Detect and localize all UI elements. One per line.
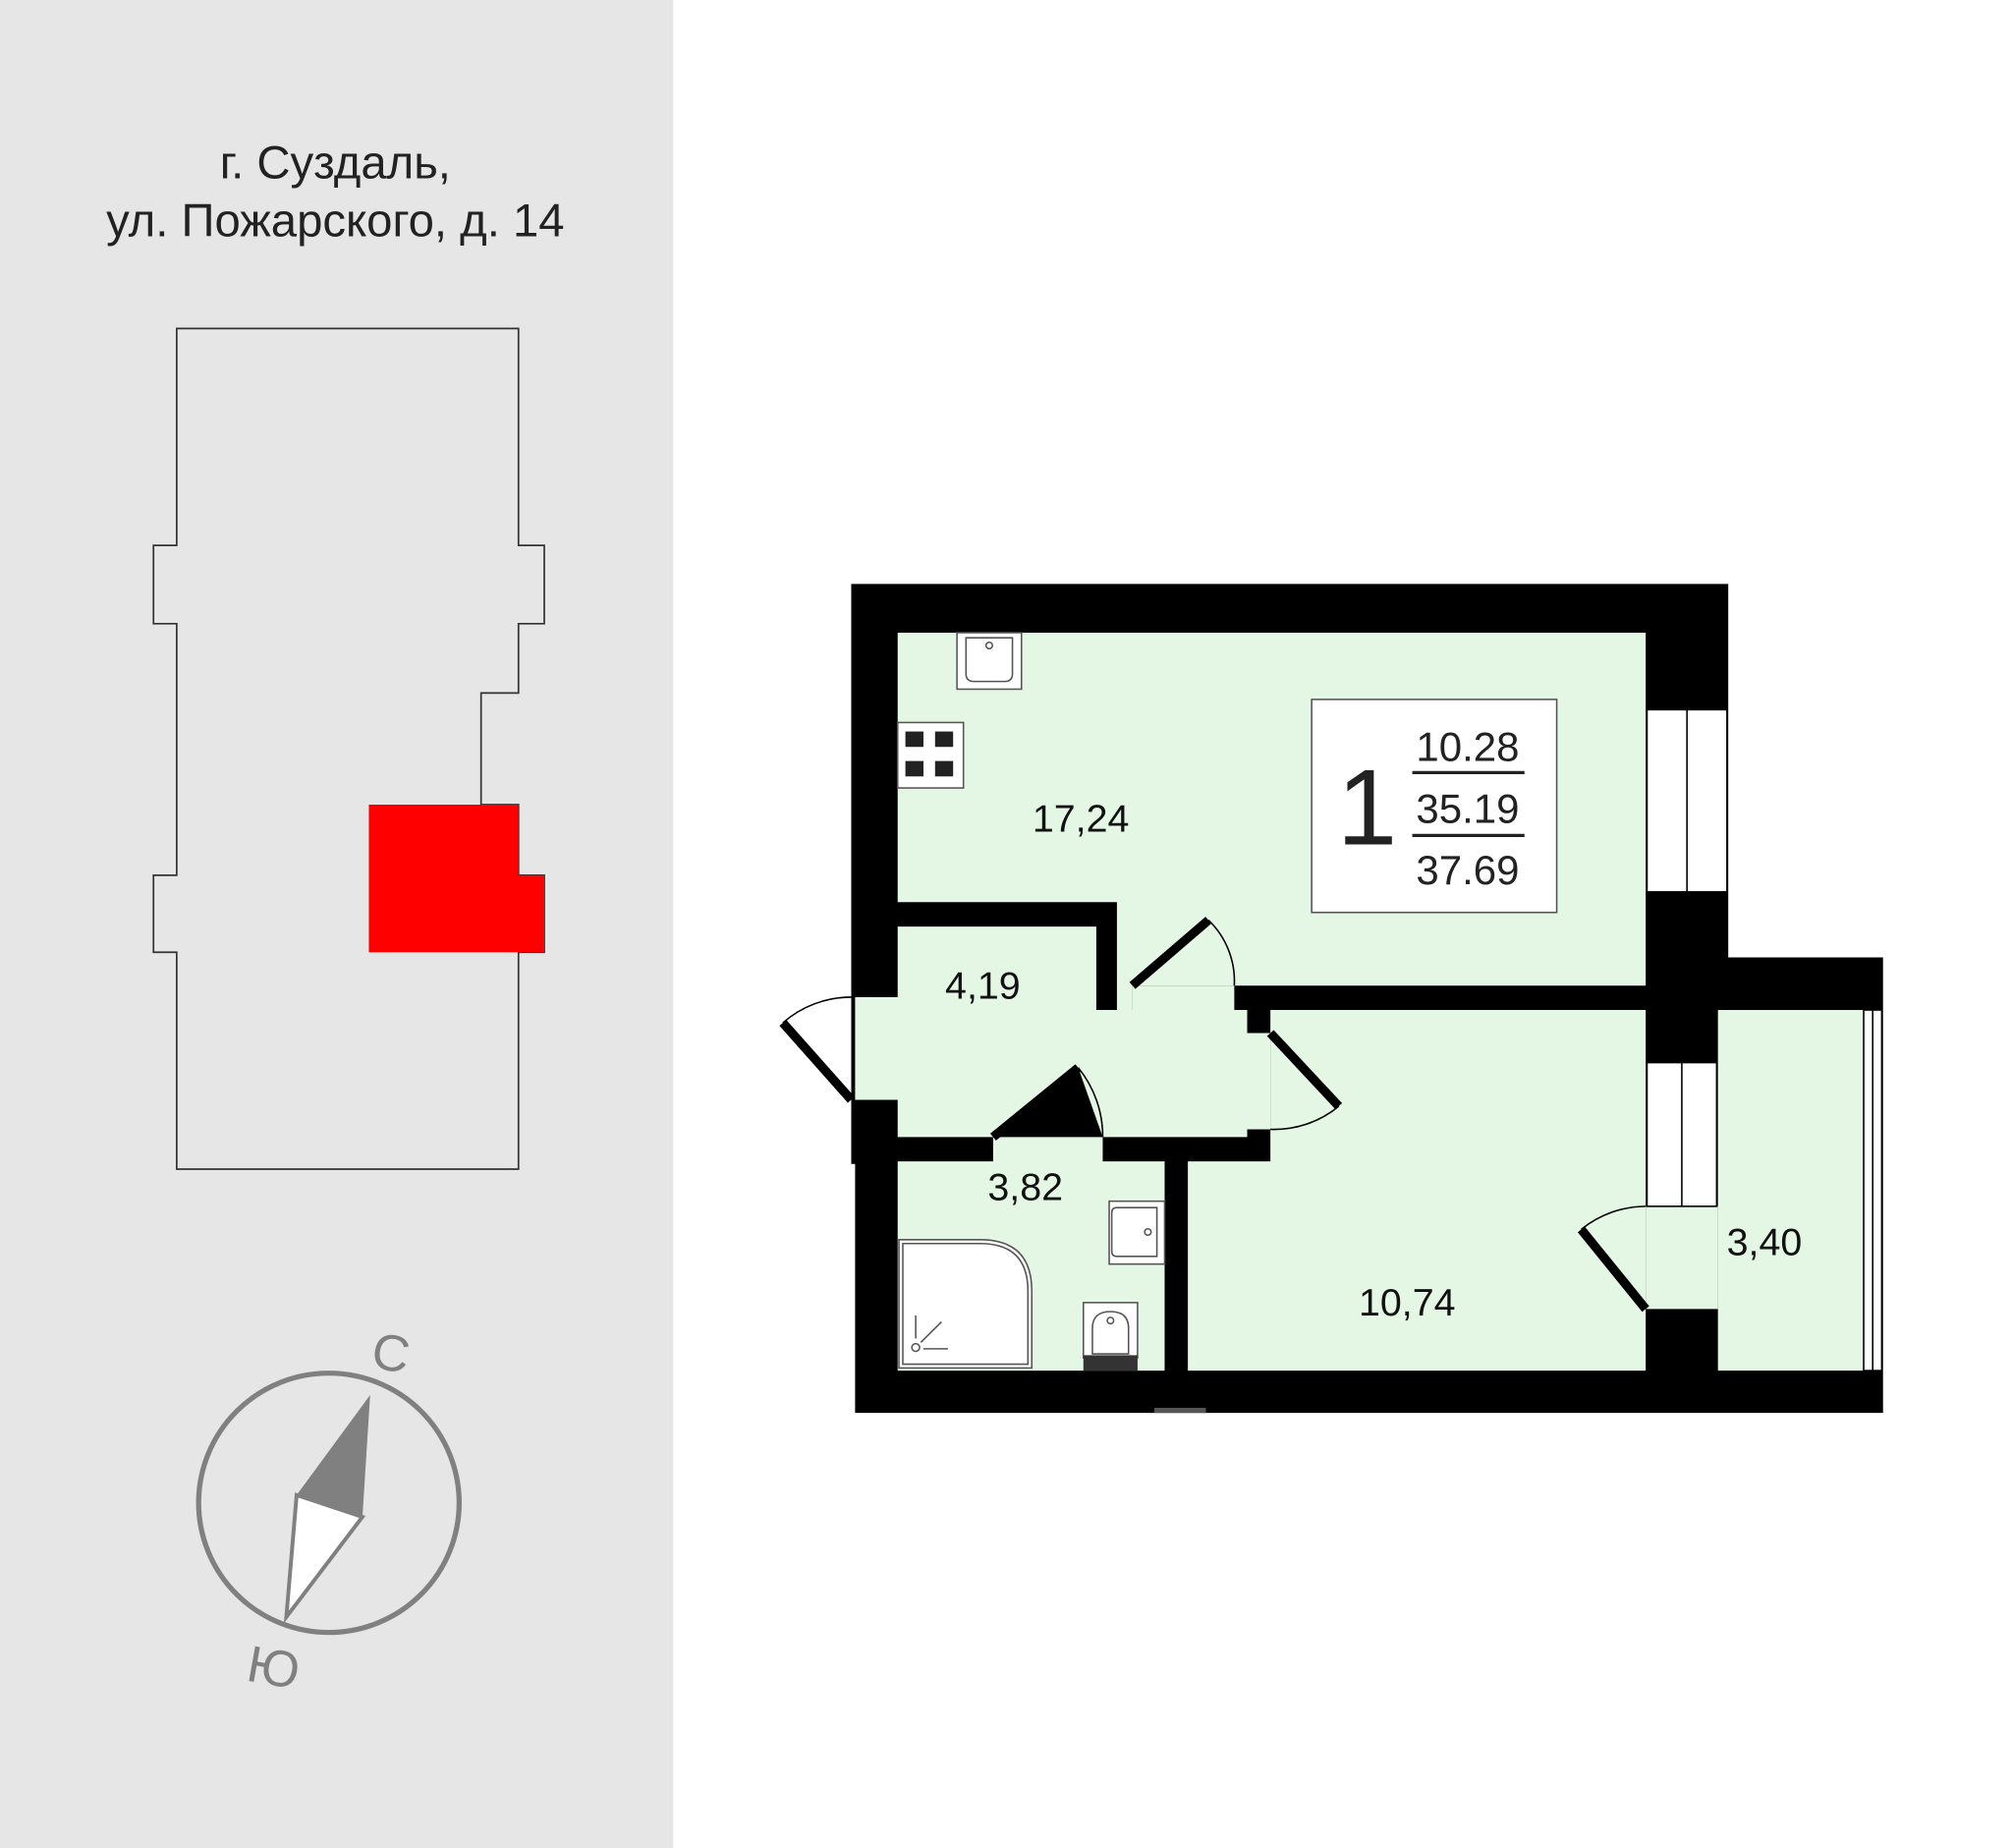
compass-north-arrow-icon xyxy=(296,1394,370,1517)
door-bathroom[interactable] xyxy=(989,1064,1104,1141)
door-entrance[interactable] xyxy=(779,996,855,1103)
kitchen-sink-icon xyxy=(956,632,1023,691)
window-kitchen xyxy=(1646,708,1728,893)
total-area-with-balcony: 37.69 xyxy=(1416,847,1519,893)
window-balcony xyxy=(1863,1009,1883,1372)
address-line-1: г. Суздаль, xyxy=(220,137,451,189)
room-balcony xyxy=(1717,1010,1865,1372)
room-area-balcony: 3,40 xyxy=(1727,1221,1803,1264)
door-kitchen[interactable] xyxy=(1129,917,1236,989)
bathroom-sink-icon xyxy=(1108,1200,1166,1265)
location-panel xyxy=(0,0,674,1848)
living-area: 10.28 xyxy=(1416,724,1519,770)
balcony-door-opening xyxy=(1646,1205,1718,1310)
total-area: 35.19 xyxy=(1416,785,1519,831)
stove-icon xyxy=(896,721,965,789)
room-area-kitchen-living: 17,24 xyxy=(1033,798,1130,841)
apartment-summary-box: 1 10.28 35.19 37.69 xyxy=(1311,699,1558,914)
shower-icon xyxy=(898,1239,1034,1370)
address-line-2: ул. Пожарского, д. 14 xyxy=(106,194,564,246)
room-area-bedroom: 10,74 xyxy=(1359,1281,1456,1324)
door-balcony[interactable] xyxy=(1577,1205,1649,1313)
room-bedroom xyxy=(1188,1010,1647,1372)
room-area-bathroom: 3,82 xyxy=(987,1165,1063,1208)
toilet-icon xyxy=(1082,1302,1139,1372)
vent xyxy=(1153,1407,1206,1414)
compass-south-label: Ю xyxy=(243,1636,304,1701)
compass-south-arrow-icon xyxy=(283,1492,366,1624)
room-hallway xyxy=(855,926,1271,1138)
apartment-location-highlight xyxy=(368,805,545,953)
compass: С Ю xyxy=(196,1322,462,1701)
rooms-count: 1 xyxy=(1337,748,1397,868)
door-bedroom[interactable] xyxy=(1266,1030,1343,1131)
room-area-hallway: 4,19 xyxy=(945,964,1021,1007)
window-bedroom xyxy=(1646,1061,1718,1207)
